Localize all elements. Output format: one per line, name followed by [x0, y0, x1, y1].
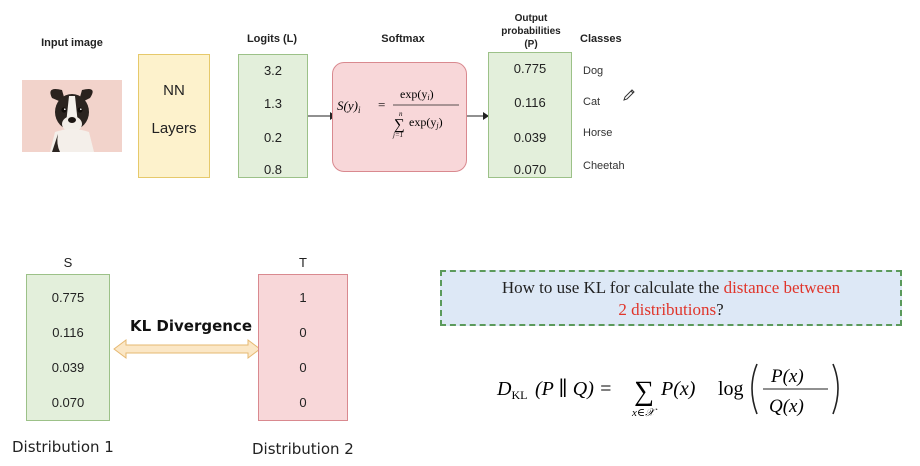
svg-text:P(x): P(x) — [770, 366, 804, 387]
s-distribution-box: 0.775 0.116 0.039 0.070 — [26, 274, 110, 421]
t-value: 1 — [299, 290, 307, 305]
class-label: Dog — [583, 65, 604, 77]
output-header-line3: (P) — [524, 39, 538, 50]
nn-label: NN — [163, 82, 185, 99]
pencil-icon[interactable] — [622, 88, 636, 102]
logits-header: Logits (L) — [246, 33, 298, 45]
kl-divergence-label: KL Divergence — [130, 317, 252, 335]
dog-illustration — [22, 80, 122, 152]
svg-text:=: = — [378, 97, 385, 112]
arrow-softmax-to-output — [467, 112, 489, 120]
nn-layers-box: NN Layers — [138, 54, 210, 178]
logit-value: 3.2 — [263, 63, 283, 78]
s-value: 0.775 — [51, 290, 85, 305]
svg-text:j=1: j=1 — [392, 131, 403, 139]
distribution-1-label: Distribution 1 — [12, 438, 114, 456]
softmax-formula: S(y)i = exp(yi) n ∑ j=1 exp(yj) — [337, 87, 459, 139]
svg-text:(P ∥ Q) =: (P ∥ Q) = — [535, 378, 612, 400]
double-arrow — [113, 339, 261, 359]
softmax-header: Softmax — [381, 33, 425, 45]
t-value: 0 — [299, 395, 307, 410]
s-value: 0.070 — [51, 395, 85, 410]
svg-text:Q(x): Q(x) — [769, 396, 804, 417]
t-value: 0 — [299, 360, 307, 375]
question-box: How to use KL for calculate the distance… — [440, 270, 902, 326]
svg-text:P(x): P(x) — [660, 378, 696, 400]
class-label: Horse — [583, 127, 613, 139]
dog-image — [22, 80, 122, 152]
s-value: 0.116 — [52, 325, 84, 340]
output-probabilities-box: 0.775 0.116 0.039 0.070 — [488, 52, 572, 178]
output-header-line1: Output — [514, 13, 548, 24]
classes-header: Classes — [580, 33, 622, 45]
question-highlight-2: 2 distributions — [618, 300, 717, 319]
input-image-header: Input image — [41, 37, 103, 49]
kl-formula: DKL (P ∥ Q) = ∑ x∈𝒳 P(x) log P(x) Q(x) — [496, 363, 839, 419]
output-probability: 0.775 — [513, 61, 547, 76]
class-label: Cheetah — [583, 160, 625, 172]
output-probability: 0.070 — [513, 162, 547, 177]
layers-label: Layers — [151, 120, 197, 137]
question-highlight-1: distance between — [723, 278, 841, 297]
distribution-2-label: Distribution 2 — [252, 440, 354, 458]
logit-value: 0.8 — [263, 162, 283, 177]
t-distribution-box: 1 0 0 0 — [258, 274, 348, 421]
svg-text:n: n — [399, 110, 403, 118]
svg-text:x∈𝒳: x∈𝒳 — [631, 407, 658, 419]
output-probability: 0.039 — [513, 130, 547, 145]
logits-box: 3.2 1.3 0.2 0.8 — [238, 54, 308, 178]
svg-text:exp(yi): exp(yi) — [400, 87, 434, 102]
question-text: How to use KL for calculate the — [501, 278, 720, 297]
logit-value: 0.2 — [263, 130, 283, 145]
t-value: 0 — [299, 325, 307, 340]
output-header-line2: probabilities — [501, 26, 561, 37]
class-label: Cat — [583, 96, 601, 108]
svg-text:exp(yj): exp(yj) — [409, 115, 443, 130]
logit-value: 1.3 — [263, 96, 283, 111]
svg-text:log: log — [718, 378, 744, 400]
question-mark: ? — [716, 300, 724, 319]
s-value: 0.039 — [51, 360, 85, 375]
s-header: S — [63, 255, 73, 270]
svg-text:∑: ∑ — [394, 117, 405, 133]
svg-text:DKL: DKL — [496, 378, 527, 402]
softmax-box: S(y)i = exp(yi) n ∑ j=1 exp(yj) — [332, 62, 467, 172]
output-probability: 0.116 — [514, 95, 546, 110]
t-header: T — [299, 255, 307, 270]
svg-text:S(y)i: S(y)i — [337, 98, 361, 115]
svg-text:∑: ∑ — [634, 376, 654, 407]
